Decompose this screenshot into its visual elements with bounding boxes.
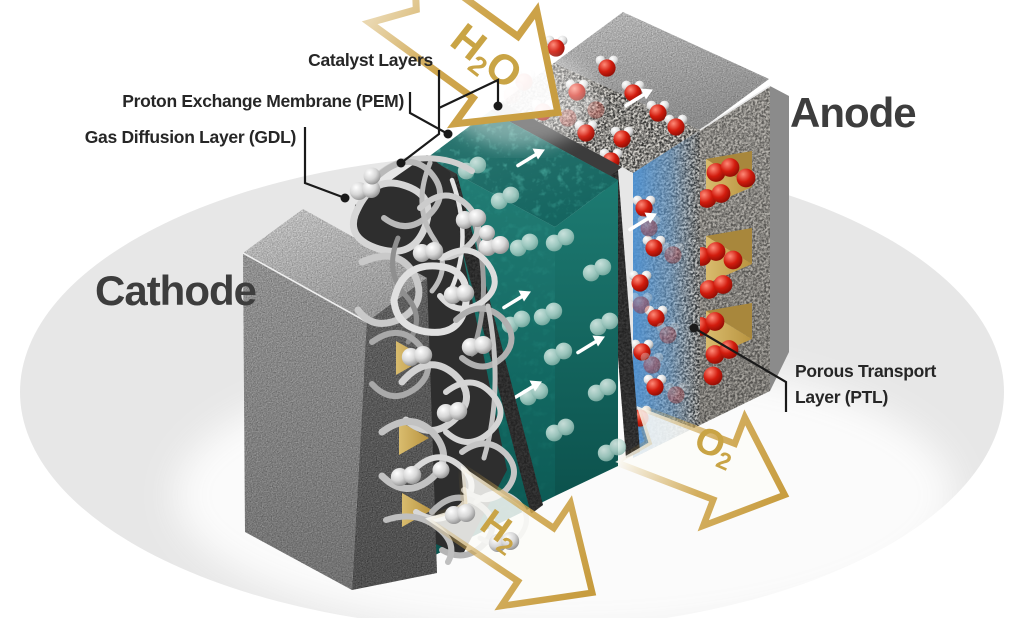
cathode-block xyxy=(242,209,437,590)
o2-arrow xyxy=(607,400,790,532)
anode-block xyxy=(554,12,789,425)
porous-transport-layer xyxy=(500,35,700,458)
label-catalyst-layers: Catalyst Layers xyxy=(308,50,433,70)
label-anode: Anode xyxy=(790,89,916,136)
label-gdl: Gas Diffusion Layer (GDL) xyxy=(85,127,296,147)
oxygen-molecules xyxy=(691,158,756,386)
label-cathode: Cathode xyxy=(95,267,256,314)
anode-right-face xyxy=(770,86,789,391)
label-ptl-line1: Porous Transport xyxy=(795,361,937,381)
hydrogen-bubbles xyxy=(349,167,510,486)
text-labels: Catalyst Layers Proton Exchange Membrane… xyxy=(85,50,937,407)
label-pem: Proton Exchange Membrane (PEM) xyxy=(122,91,404,111)
label-ptl-line2: Layer (PTL) xyxy=(795,387,888,407)
h2o-arrow xyxy=(361,0,563,129)
leader-lines xyxy=(303,70,788,412)
